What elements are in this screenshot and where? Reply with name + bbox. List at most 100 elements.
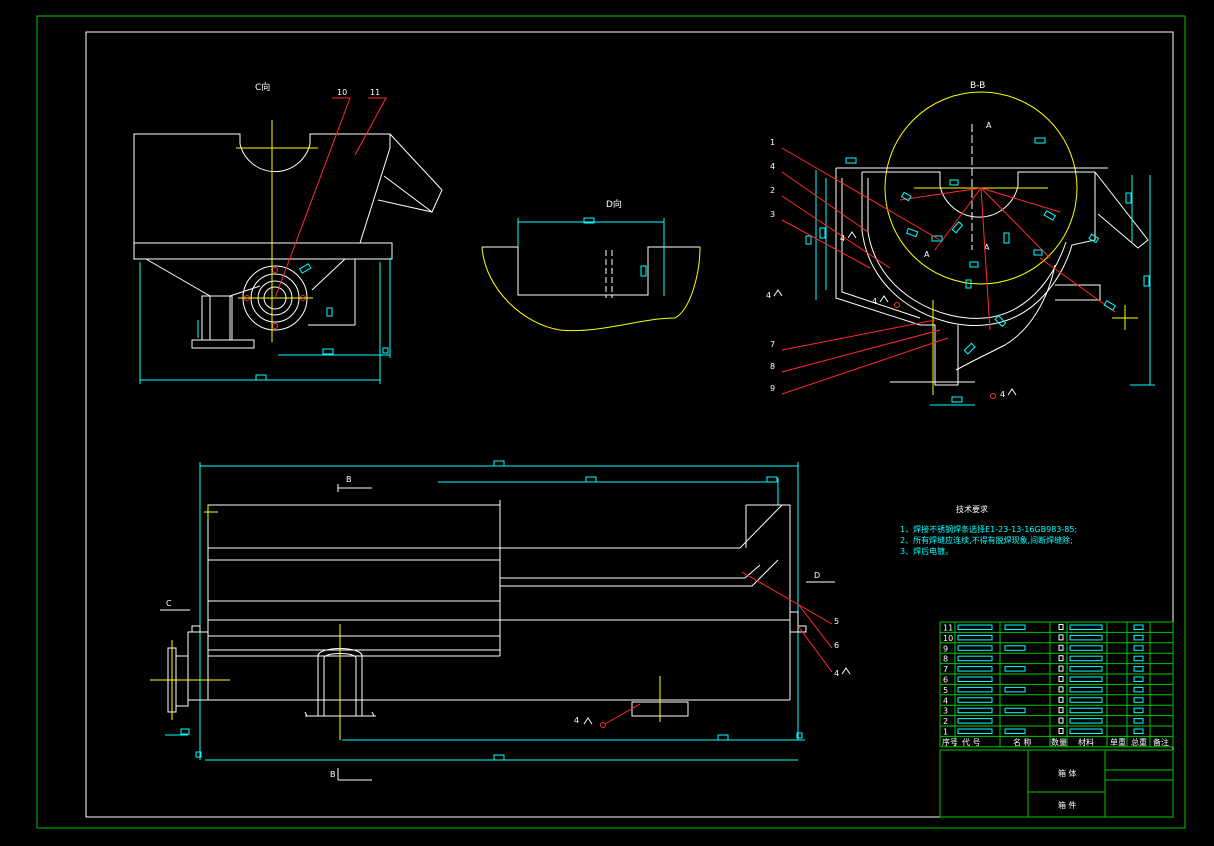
bom-cell-code <box>957 728 993 734</box>
bom-cell-material <box>1069 676 1103 682</box>
bom-cell-material <box>1069 686 1103 693</box>
section-mark-a-2: A <box>984 243 990 252</box>
bom-cell-code <box>957 686 993 693</box>
bb-weld-symbol-3: 4 <box>872 297 877 306</box>
view-c-label: C向 <box>255 81 270 93</box>
bom-cell-name <box>1004 707 1026 714</box>
callout-11: 11 <box>370 88 380 97</box>
bom-cell-qty <box>1058 707 1064 714</box>
bom-row-number: 2 <box>943 717 948 726</box>
section-mark-a-1: A <box>986 121 992 130</box>
view-mark-c: C <box>166 599 172 608</box>
notes-line-2: 2、所有焊缝应连续,不得有脱焊现象,间断焊缝除; <box>900 535 1073 545</box>
bom-cell-code <box>957 624 993 630</box>
bom-cell-total <box>1133 707 1144 714</box>
bom-cell-name <box>1004 624 1026 630</box>
bom-row-number: 10 <box>943 634 953 643</box>
bom-cell-qty <box>1058 717 1064 724</box>
bom-row-number: 5 <box>943 686 948 695</box>
inner-frame <box>85 31 1174 818</box>
bom-header-cell: 单重 <box>1110 737 1126 747</box>
callout-10: 10 <box>337 88 347 97</box>
notes-line-3: 3、焊后电镀。 <box>900 546 953 556</box>
view-mark-d: D <box>814 571 820 580</box>
bom-cell-code <box>957 634 993 641</box>
bb-weld-symbol-1: 4 <box>840 234 845 243</box>
view-d: D向 <box>481 198 701 332</box>
bom-cell-qty <box>1058 655 1064 662</box>
bom-cell-total <box>1133 728 1144 734</box>
bom-cell-code <box>957 666 993 672</box>
notes-line-1: 1、焊接不锈钢焊条选择E1-23-13-16GB983-85; <box>900 524 1077 534</box>
main-callout-5: 5 <box>834 617 839 626</box>
bom-cell-material <box>1069 634 1103 641</box>
bom-cell-code <box>957 655 993 662</box>
bb-callout-9: 9 <box>770 384 775 393</box>
section-bb: B-B A A A <box>766 81 1155 406</box>
bom-cell-code <box>957 697 993 703</box>
bom-cell-total <box>1133 718 1144 724</box>
bom-cell-total <box>1133 666 1144 672</box>
title-label: 箱 件 <box>1058 800 1077 810</box>
bb-weld-symbol-4: 4 <box>1000 390 1005 399</box>
main-view: B B C D 5 6 4 4 <box>150 460 851 781</box>
bom-row-number: 1 <box>943 728 948 737</box>
bom-cell-code <box>957 645 993 651</box>
bom-cell-material <box>1069 624 1103 630</box>
bom-cell-qty <box>1058 634 1064 641</box>
bb-callout-3: 3 <box>770 210 775 219</box>
bom-cell-qty <box>1058 686 1064 693</box>
bom-row-number: 4 <box>943 696 948 705</box>
bom-cell-qty <box>1058 696 1064 703</box>
bom-table: 1110987654321序号代 号名 称数量材料单重总重备注 <box>939 621 1174 748</box>
bom-cell-material <box>1069 718 1103 724</box>
section-mark-a-3: A <box>924 250 930 259</box>
bom-cell-code <box>957 707 993 714</box>
bom-cell-qty <box>1058 624 1064 630</box>
section-mark-b-bottom: B <box>330 770 336 779</box>
bom-row-number: 8 <box>943 655 948 664</box>
bom-row-number: 7 <box>943 665 948 674</box>
bb-callout-8: 8 <box>770 362 775 371</box>
bom-cell-material <box>1069 707 1103 714</box>
bb-weld-symbol-2: 4 <box>766 291 771 300</box>
bom-cell-material <box>1069 697 1103 703</box>
bom-cell-name <box>1004 686 1026 693</box>
bb-callout-7: 7 <box>770 340 775 349</box>
bom-row-number: 3 <box>943 707 948 716</box>
bb-callout-4: 4 <box>770 162 775 171</box>
view-c: C向 <box>133 81 443 384</box>
main-callout-4: 4 <box>834 669 839 678</box>
bom-cell-total <box>1133 634 1144 641</box>
bom-cell-total <box>1133 676 1144 682</box>
bom-cell-qty <box>1058 676 1064 682</box>
bom-cell-qty <box>1058 644 1064 651</box>
bom-header-cell: 名 称 <box>1013 737 1032 747</box>
bom-cell-code <box>957 676 993 682</box>
bom-cell-material <box>1069 655 1103 662</box>
bom-cell-total <box>1133 686 1144 693</box>
bom-header-cell: 总重 <box>1131 737 1147 747</box>
section-bb-label: B-B <box>970 81 985 91</box>
notes-heading: 技术要求 <box>956 504 988 514</box>
bom-header-cell: 材料 <box>1078 737 1094 747</box>
main-weld-symbol: 4 <box>574 716 579 725</box>
bom-row-number: 11 <box>943 624 953 633</box>
title-block: 箱 体 箱 件 <box>939 749 1174 818</box>
bom-cell-material <box>1069 728 1103 734</box>
bom-cell-name <box>1004 666 1026 672</box>
bom-cell-total <box>1133 645 1144 651</box>
bom-cell-total <box>1133 697 1144 703</box>
bom-header-cell: 数量 <box>1051 737 1067 747</box>
bom-cell-code <box>957 718 993 724</box>
bb-callout-2: 2 <box>770 186 775 195</box>
view-d-label: D向 <box>606 198 622 210</box>
bom-header-cell: 代 号 <box>962 737 981 747</box>
main-callout-6: 6 <box>834 641 839 650</box>
bom-row-number: 6 <box>943 676 948 685</box>
bom-header-cell: 序号 <box>942 737 958 747</box>
bom-row-number: 9 <box>943 644 948 653</box>
outer-frame <box>36 15 1186 829</box>
bom-cell-qty <box>1058 665 1064 672</box>
